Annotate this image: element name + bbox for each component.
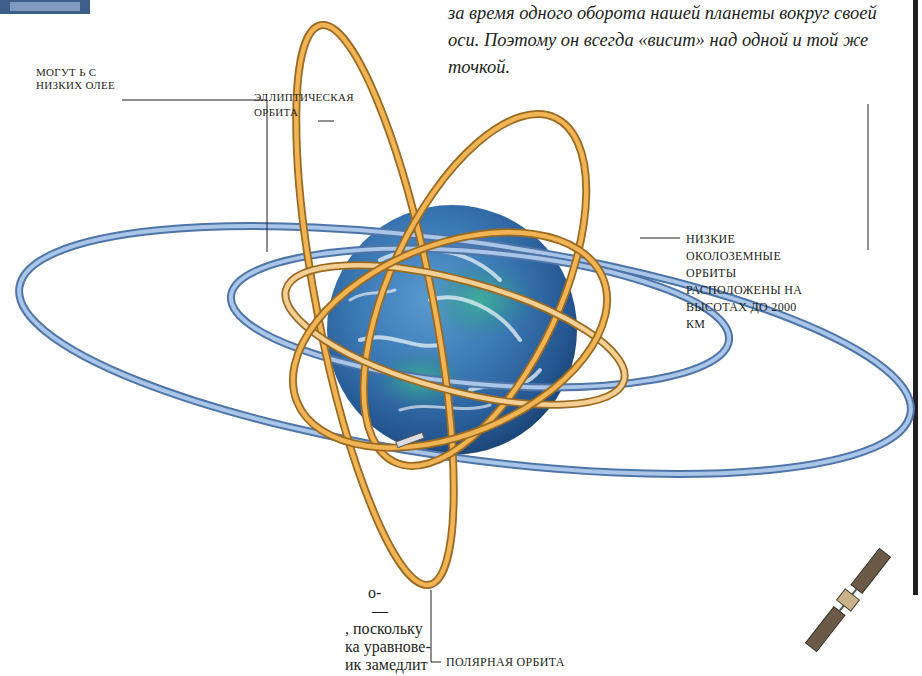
orbit-label: НИЗКИЕ ОКОЛОЗЕМНЫЕ ОРБИТЫ РАСПОЛОЖЕНЫ НА…	[686, 231, 816, 333]
satellite-small	[396, 432, 424, 447]
text-fragment: о-	[368, 584, 408, 602]
text-fragment: ик замедлит	[345, 656, 455, 674]
orbit-label: ПОЛЯРНАЯ ОРБИТА	[446, 654, 616, 670]
blue-orbits	[4, 180, 922, 519]
text-fragment: —	[372, 602, 412, 620]
sidebar-rule	[913, 0, 918, 595]
leader-lines	[122, 100, 868, 662]
fragment-label: МОГУТ Ь С НИЗКИХ ОЛЕЕ	[36, 66, 118, 92]
note-text: за время одного оборота нашей планеты во…	[448, 0, 908, 81]
satellite-fragment	[0, 0, 90, 14]
text-fragment: ка уравнове-	[345, 638, 455, 656]
text-fragment: , поскольку	[345, 620, 455, 638]
orbit-label: ЭЛЛИПТИЧЕСКАЯ ОРБИТА	[254, 90, 364, 120]
satellite	[804, 547, 892, 653]
